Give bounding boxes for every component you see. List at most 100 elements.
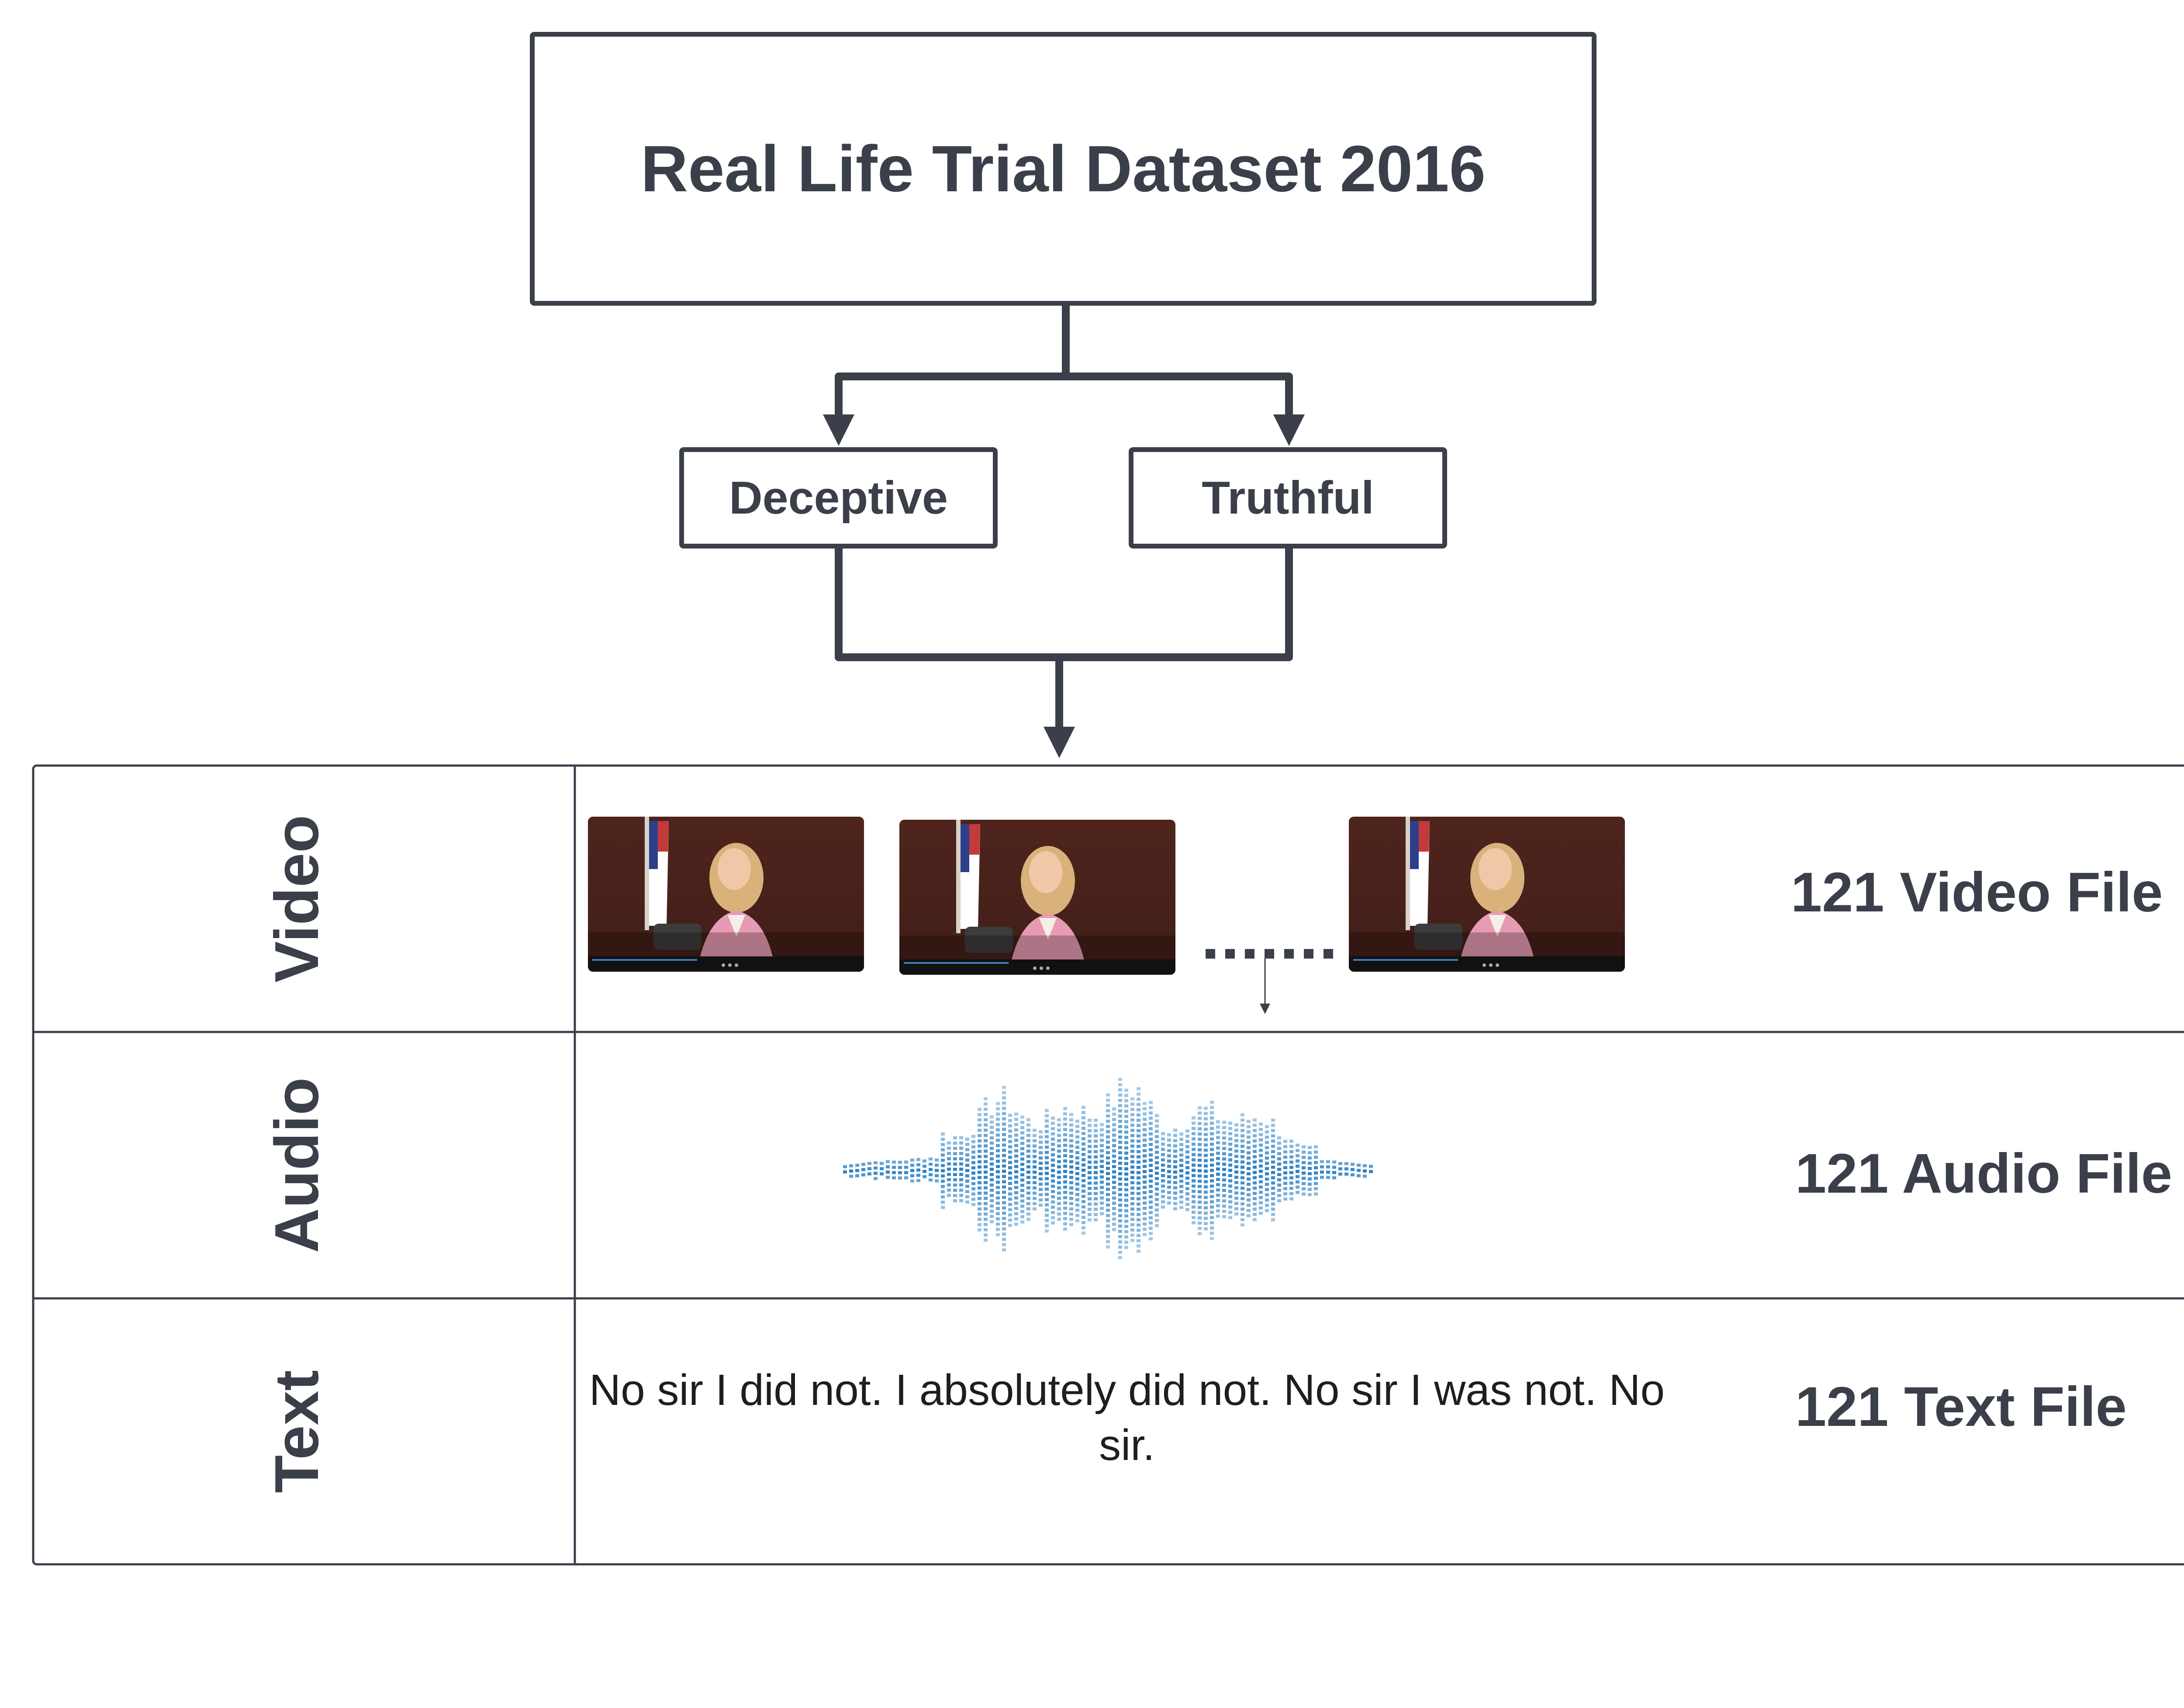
waveform-dot — [1216, 1188, 1220, 1192]
waveform-dot — [1289, 1166, 1293, 1169]
waveform-dot — [904, 1171, 908, 1174]
waveform-dot — [1204, 1112, 1208, 1115]
waveform-dot — [1118, 1193, 1122, 1197]
waveform-dot — [1051, 1137, 1055, 1141]
waveform-dot — [965, 1169, 969, 1172]
waveform-dot — [1161, 1205, 1165, 1209]
waveform-dot — [959, 1157, 963, 1160]
waveform-dot — [1173, 1149, 1177, 1153]
waveform-dot — [1039, 1130, 1043, 1134]
waveform-dot — [1210, 1232, 1214, 1235]
waveform-dot — [1100, 1175, 1104, 1179]
waveform-dot — [1014, 1139, 1018, 1142]
waveform-dot — [1106, 1235, 1110, 1238]
waveform-dot — [1045, 1224, 1049, 1228]
waveform-dot — [935, 1163, 939, 1167]
truthful-class-box: Truthful — [1129, 447, 1447, 549]
waveform-dot — [1008, 1203, 1012, 1206]
waveform-dot — [1094, 1145, 1098, 1148]
waveform-dot — [1149, 1211, 1153, 1215]
waveform-dot — [1149, 1153, 1153, 1157]
waveform-dot — [953, 1189, 957, 1192]
waveform-dot — [1100, 1180, 1104, 1184]
waveform-dot — [1143, 1186, 1147, 1189]
waveform-dot — [1124, 1151, 1128, 1155]
waveform-dot — [1155, 1214, 1159, 1217]
waveform-dot — [996, 1149, 1000, 1152]
waveform-dot — [1137, 1176, 1140, 1180]
waveform-dot — [1051, 1174, 1055, 1177]
waveform-dot — [1167, 1165, 1171, 1168]
waveform-dot — [990, 1146, 994, 1150]
waveform-dot — [1216, 1120, 1220, 1124]
waveform-dot — [1241, 1202, 1244, 1206]
waveform-dot — [1026, 1181, 1030, 1184]
waveform-dot — [1063, 1112, 1067, 1115]
waveform-dot — [1283, 1140, 1287, 1143]
waveform-dot — [1020, 1136, 1024, 1140]
waveform-dot — [1137, 1087, 1140, 1090]
waveform-dot — [1289, 1155, 1293, 1159]
waveform-dot — [1008, 1224, 1012, 1227]
waveform-dot — [941, 1180, 945, 1183]
waveform-dot — [1222, 1199, 1226, 1203]
waveform-dot — [1106, 1166, 1110, 1170]
waveform-dot — [959, 1194, 963, 1197]
waveform-dot — [1088, 1139, 1092, 1143]
waveform-dot — [1277, 1199, 1281, 1203]
waveform-dot — [1204, 1154, 1208, 1157]
waveform-dot — [1228, 1127, 1232, 1130]
waveform-dot — [1075, 1140, 1079, 1144]
waveform-dot — [1118, 1167, 1122, 1170]
waveform-dot — [1296, 1190, 1299, 1194]
waveform-dot — [1277, 1194, 1281, 1197]
waveform-dot — [1008, 1129, 1012, 1133]
waveform-dot — [1253, 1160, 1257, 1164]
waveform-dot — [1265, 1125, 1269, 1128]
waveform-dot — [1198, 1143, 1202, 1146]
waveform-dot — [1302, 1192, 1306, 1196]
waveform-dot — [1106, 1119, 1110, 1123]
waveform-dot — [1112, 1144, 1116, 1147]
waveform-dot — [1265, 1146, 1269, 1149]
waveform-dot — [1045, 1229, 1049, 1233]
waveform-dot — [971, 1177, 975, 1180]
waveform-dot — [1247, 1135, 1251, 1139]
waveform-dot — [1020, 1194, 1024, 1197]
waveform-dot — [1143, 1207, 1147, 1210]
waveform-dot — [1198, 1122, 1202, 1125]
waveform-dot — [1124, 1141, 1128, 1144]
waveform-dot — [1308, 1151, 1312, 1154]
waveform-dot — [1008, 1182, 1012, 1185]
waveform-dot — [1143, 1170, 1147, 1173]
waveform-dot — [1222, 1157, 1226, 1161]
waveform-dot — [1265, 1198, 1269, 1202]
waveform-dot — [904, 1166, 908, 1169]
waveform-dot — [1069, 1165, 1073, 1169]
row-label-text: Text — [262, 1370, 332, 1493]
waveform-dot — [1228, 1148, 1232, 1151]
waveform-dot — [1161, 1132, 1165, 1135]
waveform-dot — [1167, 1144, 1171, 1147]
waveform-dot — [1247, 1156, 1251, 1160]
waveform-dot — [1234, 1139, 1238, 1142]
waveform-dot — [1179, 1185, 1183, 1188]
waveform-dot — [1173, 1176, 1177, 1179]
waveform-dot — [1063, 1175, 1067, 1178]
waveform-dot — [1124, 1109, 1128, 1113]
waveform-dot — [1118, 1214, 1122, 1218]
waveform-dot — [1241, 1155, 1244, 1159]
waveform-dot — [1222, 1147, 1226, 1150]
waveform-dot — [1014, 1112, 1018, 1116]
waveform-dot — [1002, 1086, 1006, 1089]
waveform-dot — [1155, 1146, 1159, 1149]
waveform-dot — [1192, 1153, 1196, 1156]
waveform-dot — [947, 1157, 951, 1160]
waveform-dot — [1179, 1174, 1183, 1178]
waveform-dot — [1204, 1196, 1208, 1199]
waveform-dot — [1308, 1156, 1312, 1159]
waveform-dot — [1063, 1196, 1067, 1199]
waveform-dot — [1008, 1135, 1012, 1138]
waveform-dot — [1253, 1218, 1257, 1221]
waveform-dot — [1020, 1126, 1024, 1129]
